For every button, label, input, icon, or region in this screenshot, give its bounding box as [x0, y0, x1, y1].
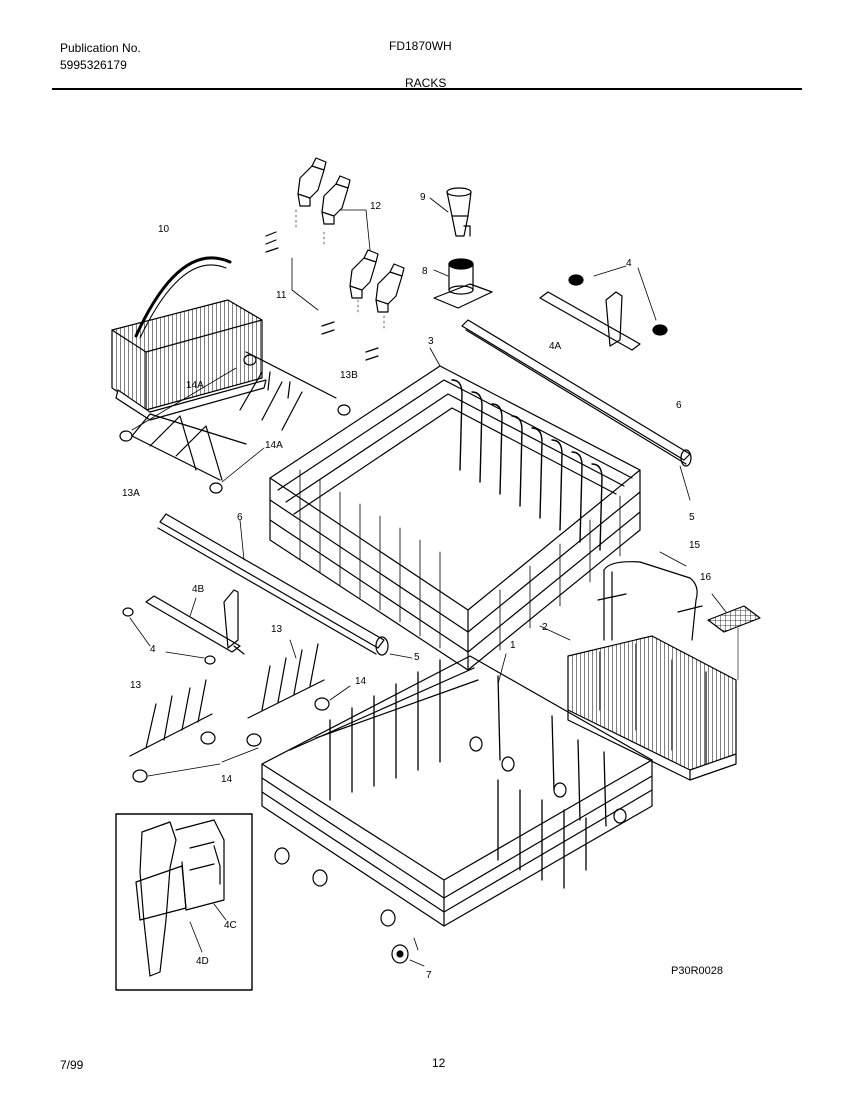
callout-11: 11: [276, 290, 287, 301]
callout-14a-lower: 14A: [265, 440, 283, 451]
callout-8: 8: [422, 266, 428, 277]
publication-number: 5995326179: [60, 58, 127, 72]
callout-14-left: 14: [221, 774, 233, 785]
callout-4-upper: 4: [626, 258, 632, 269]
publication-label: Publication No.: [60, 41, 141, 55]
callout-16: 16: [700, 572, 712, 583]
callout-5-lower: 5: [414, 652, 420, 663]
callout-4d: 4D: [196, 956, 209, 967]
part-16-cover: [707, 593, 761, 681]
part-14-clips: [132, 685, 351, 783]
part-3-upper-rack: [269, 347, 641, 671]
callout-13-left: 13: [130, 680, 142, 691]
section-title: RACKS: [405, 76, 447, 90]
part-11-small-clips: [265, 231, 379, 361]
part-6-lower-rail: [157, 513, 413, 659]
callout-6-lower: 6: [237, 512, 243, 523]
callout-3: 3: [428, 336, 434, 347]
callout-7: 7: [426, 970, 432, 981]
part-15-basket-handle: [597, 551, 703, 641]
page-number: 12: [432, 1056, 446, 1070]
header-rule: [52, 88, 802, 90]
part-5-end-cap: [679, 465, 691, 501]
callout-4-lower: 4: [150, 644, 156, 655]
part-4b-roller-bracket: [122, 589, 245, 665]
inset-4c-4d-bracket: [115, 813, 253, 991]
callout-4c: 4C: [224, 920, 237, 931]
callout-13-right: 13: [271, 624, 283, 635]
part-13a-shelf: [119, 367, 265, 494]
part-7-wheel: [391, 937, 425, 967]
part-13-tines: [129, 639, 325, 757]
part-2-silverware-basket: [539, 625, 737, 781]
callout-4a: 4A: [549, 341, 562, 352]
callout-13b: 13B: [340, 370, 358, 381]
part-4a-roller-bracket: [539, 265, 668, 351]
callout-1: 1: [510, 640, 516, 651]
part-8-manifold: [433, 258, 493, 309]
model-number: FD1870WH: [389, 39, 452, 53]
callout-13a: 13A: [122, 488, 140, 499]
callout-9: 9: [420, 192, 426, 203]
callout-12: 12: [370, 201, 382, 212]
part-9-spray-nozzle: [429, 187, 472, 237]
part-1-lower-rack: [261, 653, 653, 927]
callout-10: 10: [158, 224, 170, 235]
callout-15: 15: [689, 540, 701, 551]
callout-4b: 4B: [192, 584, 205, 595]
callout-labels: 10 12 9 11 8 4 4A 3 13B 14A 6 14A 13A 5 …: [122, 192, 712, 981]
callout-5-upper: 5: [689, 512, 695, 523]
drawing-code: P30R0028: [671, 965, 723, 977]
part-12-rack-clips: [295, 157, 405, 331]
callout-14a-upper: 14A: [186, 380, 204, 391]
callout-6-upper: 6: [676, 400, 682, 411]
part-13b-shelf: [239, 351, 351, 431]
part-6-upper-rail: [461, 319, 692, 467]
callout-14-right: 14: [355, 676, 367, 687]
callout-2: 2: [542, 622, 548, 633]
publication-date: 7/99: [60, 1058, 84, 1072]
part-10-silverware-basket: [111, 256, 267, 421]
